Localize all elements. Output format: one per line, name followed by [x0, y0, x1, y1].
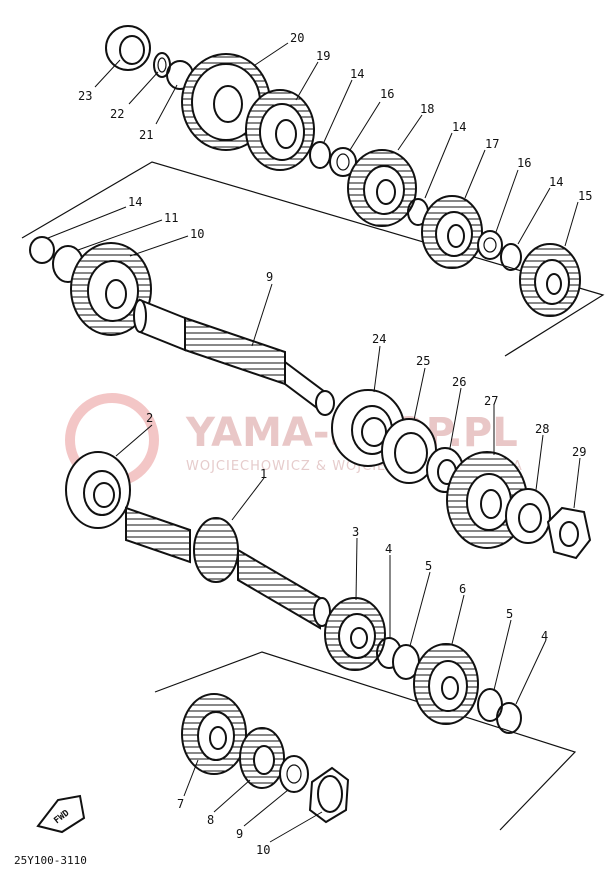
- part-3-gear: [324, 597, 386, 671]
- part-14-circlip-a: [309, 141, 331, 169]
- part-16-washer-b: [477, 230, 503, 260]
- part-11-countershaft: [133, 298, 335, 416]
- label-5b: 5: [506, 607, 513, 621]
- label-23: 23: [78, 89, 92, 103]
- part-9-washer: [279, 755, 309, 793]
- part-7-gear: [181, 693, 247, 775]
- part-23-bearing: [105, 25, 151, 71]
- label-4a: 4: [385, 542, 392, 556]
- part-16-washer-a: [329, 147, 357, 177]
- label-14c: 14: [549, 175, 563, 189]
- label-16a: 16: [380, 87, 394, 101]
- part-17-gear: [421, 195, 483, 269]
- part-8-gear: [239, 727, 285, 789]
- label-25: 25: [416, 354, 430, 368]
- part-10-bearing: [308, 766, 350, 824]
- label-11: 9: [266, 270, 273, 284]
- part-19-gear: [245, 89, 315, 171]
- label-9: 9: [236, 827, 243, 841]
- part-4-circlip-b: [496, 702, 522, 734]
- label-27: 27: [484, 394, 498, 408]
- label-14d: 14: [128, 195, 142, 209]
- part-12-gear: [70, 242, 152, 336]
- label-5a: 5: [425, 559, 432, 573]
- label-10: 10: [256, 843, 270, 857]
- part-5-washer-b: [477, 688, 503, 722]
- label-14b: 14: [452, 120, 466, 134]
- part-18-gear: [347, 149, 417, 227]
- part-14-circlip-d: [29, 236, 55, 264]
- label-14a: 14: [350, 67, 364, 81]
- part-2-bearing: [65, 451, 131, 529]
- label-28: 28: [535, 422, 549, 436]
- label-8: 8: [207, 813, 214, 827]
- part-6-gear: [413, 643, 479, 725]
- label-16b: 16: [517, 156, 531, 170]
- label-15: 15: [578, 189, 592, 203]
- label-26: 26: [452, 375, 466, 389]
- label-21: 21: [139, 128, 153, 142]
- label-3: 3: [352, 525, 359, 539]
- label-7: 7: [177, 797, 184, 811]
- label-6: 6: [459, 582, 466, 596]
- part-25-oil-seal: [381, 418, 437, 484]
- label-4b: 4: [541, 629, 548, 643]
- fwd-arrow-icon: FWD: [36, 794, 86, 834]
- part-29-nut: [546, 506, 592, 560]
- label-29: 29: [572, 445, 586, 459]
- part-1-main-axle: [125, 506, 331, 630]
- label-22: 22: [110, 107, 124, 121]
- label-2: 2: [146, 411, 153, 425]
- part-15-gear: [519, 243, 581, 317]
- label-20: 20: [290, 31, 304, 45]
- label-24: 24: [372, 332, 386, 346]
- drawing-code: 25Y100-3110: [14, 854, 87, 867]
- part-labels: 23 22 21 20 19 14 16 18 14 17 16 14 15 1…: [47, 31, 592, 857]
- part-28-lock-washer: [505, 488, 551, 544]
- part-14-circlip-c: [500, 243, 522, 271]
- label-13: 11: [164, 211, 178, 225]
- upper-group-frame: [21, 161, 605, 357]
- label-17: 17: [485, 137, 499, 151]
- label-19: 19: [316, 49, 330, 63]
- label-18: 18: [420, 102, 434, 116]
- label-12: 10: [190, 227, 204, 241]
- label-1: 1: [260, 467, 267, 481]
